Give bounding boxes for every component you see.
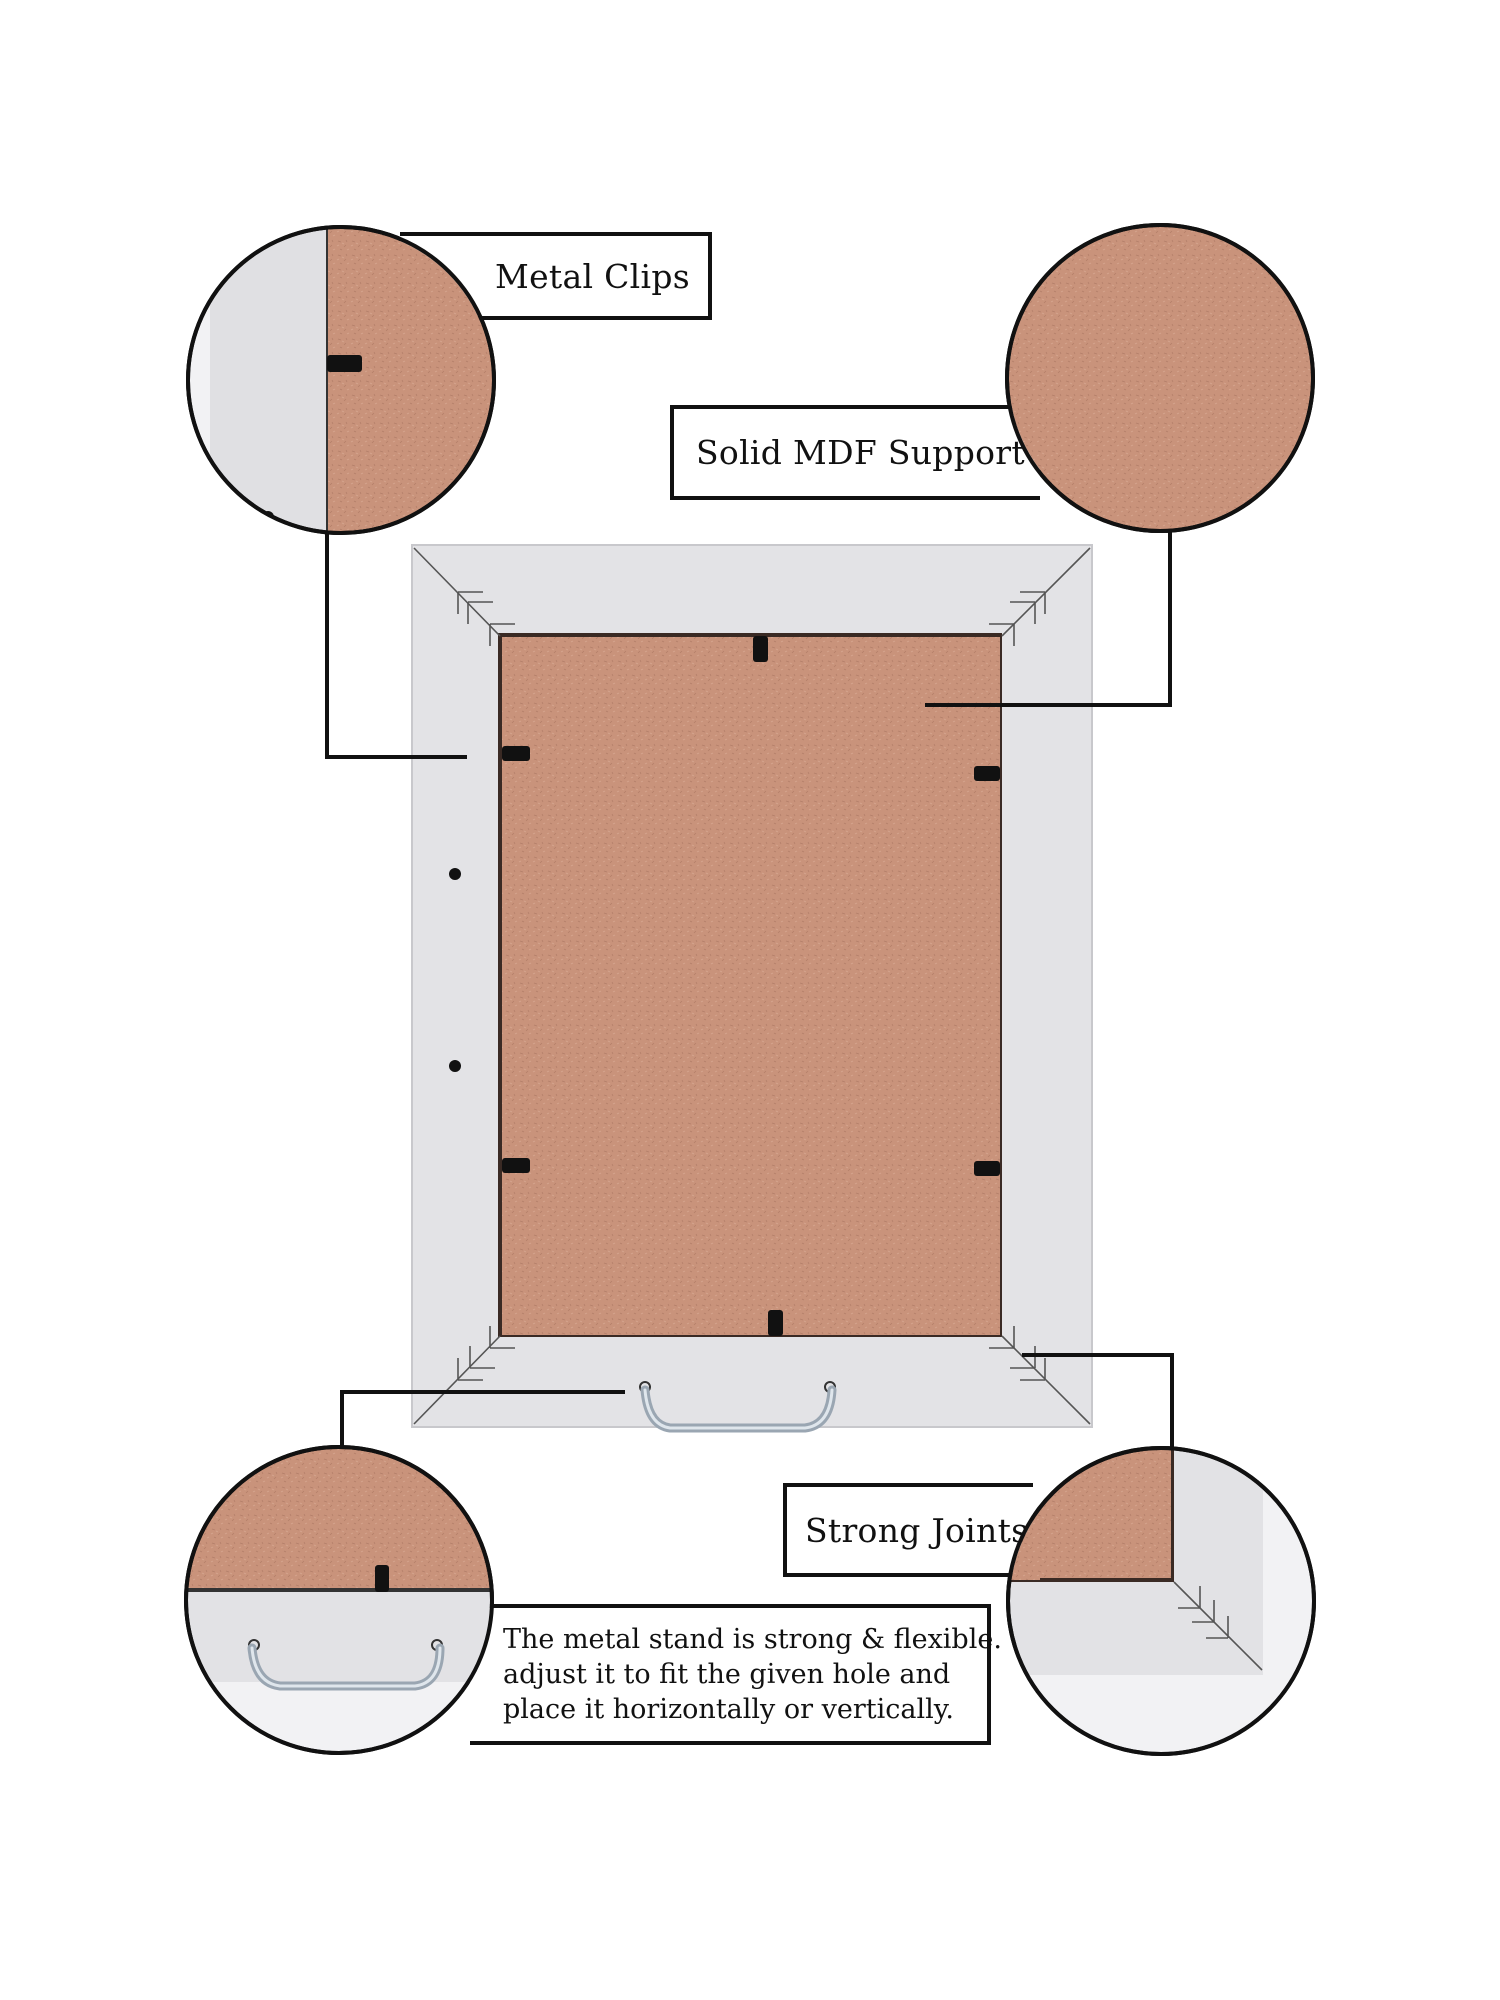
corner-joint-icons	[413, 547, 1091, 1425]
clip-top	[753, 636, 768, 662]
picture-frame-back	[411, 544, 1093, 1433]
clip-left-lower	[502, 1158, 530, 1173]
mdf-backing-board	[502, 637, 1000, 1335]
description-text-block: The metal stand is strong & flexible. ad…	[503, 1622, 1002, 1727]
clip-bottom	[768, 1310, 783, 1336]
leader-metal-stand	[340, 1390, 625, 1447]
label-metal-clips-text: Metal Clips	[495, 256, 691, 296]
label-mdf-support: Solid MDF Support	[670, 405, 1040, 500]
hanging-holes	[449, 868, 461, 1072]
label-strong-joints: Strong Joints	[783, 1483, 1033, 1577]
clip-right-upper	[974, 766, 1000, 781]
metal-clips	[502, 636, 1000, 1336]
leader-lines	[325, 531, 1174, 1447]
zoom-circle-strong-joints	[1006, 1446, 1316, 1756]
clip-right-lower	[974, 1161, 1000, 1176]
leader-metal-clips	[325, 533, 467, 759]
leader-strong-joints	[1022, 1353, 1174, 1447]
label-mdf-support-text: Solid MDF Support	[696, 433, 1025, 472]
description-line-3: place it horizontally or vertically.	[503, 1694, 954, 1725]
label-strong-joints-text: Strong Joints	[805, 1510, 1029, 1550]
zoom-circle-metal-stand	[184, 1445, 494, 1755]
label-metal-clips: Metal Clips	[400, 232, 712, 320]
leader-mdf-support	[925, 531, 1172, 707]
zoom-circle-mdf-support	[1005, 223, 1315, 533]
clip-left-upper	[502, 746, 530, 761]
label-metal-stand-description: The metal stand is strong & flexible. ad…	[470, 1604, 1002, 1745]
metal-stand	[639, 1381, 837, 1433]
description-line-1: The metal stand is strong & flexible.	[503, 1624, 1002, 1655]
description-line-2: adjust it to fit the given hole and	[503, 1659, 951, 1690]
